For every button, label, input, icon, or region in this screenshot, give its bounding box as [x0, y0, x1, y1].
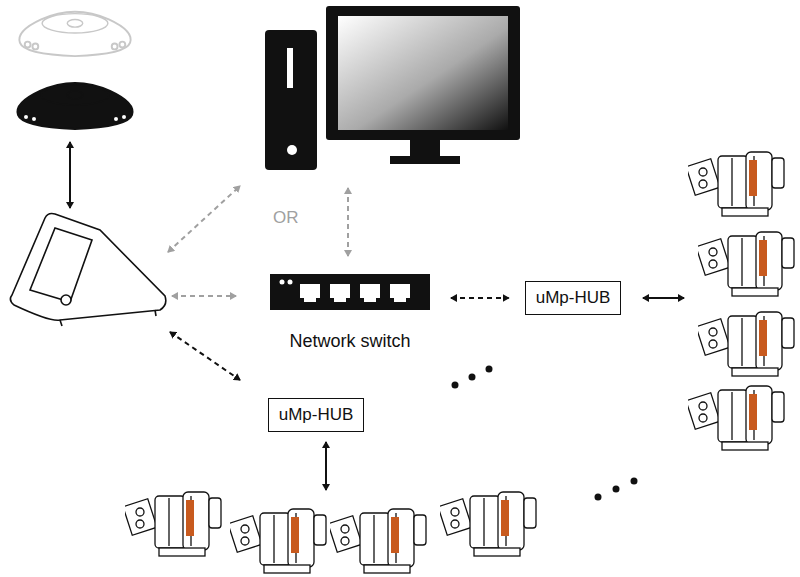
dashed-connector: [451, 297, 509, 299]
or-label: OR: [273, 208, 299, 228]
display-device: [10, 214, 165, 327]
ellipsis: [452, 366, 638, 501]
switch-icon: [270, 274, 430, 310]
motor-group: [686, 152, 794, 450]
node-label: uMp-HUB: [279, 405, 354, 425]
motor-group: [123, 492, 536, 573]
node-label: Network switch: [289, 331, 410, 352]
sensor: [17, 83, 132, 129]
link-arrows: [70, 142, 684, 490]
hub-box: uMp-HUB: [525, 281, 622, 315]
node-label: uMp-HUB: [536, 288, 611, 308]
sensor-faded: [19, 12, 130, 56]
network-switch: Network switch: [265, 268, 435, 352]
hub-box: uMp-HUB: [268, 398, 365, 432]
computer: [265, 6, 520, 170]
